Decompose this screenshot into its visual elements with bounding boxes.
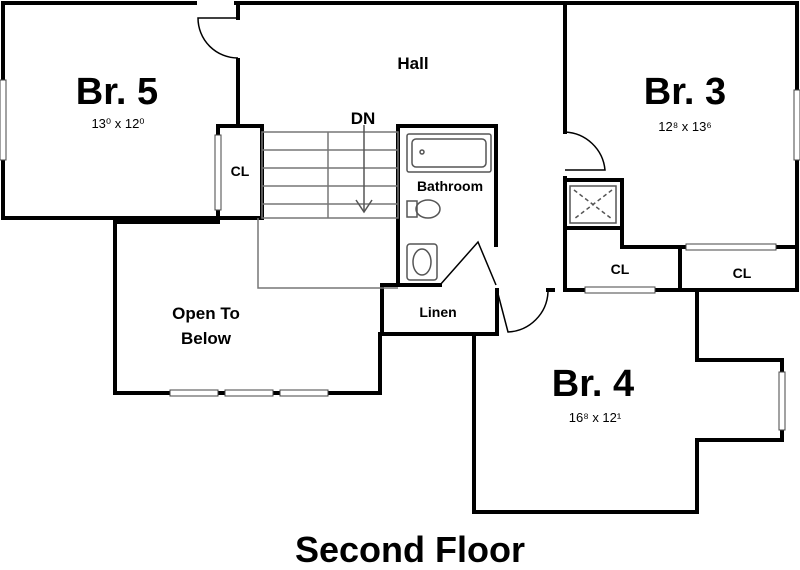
linen-label: Linen (419, 304, 456, 320)
br5-label: Br. 5 (76, 71, 158, 113)
bathroom-label: Bathroom (417, 178, 483, 194)
doors (197, 17, 606, 333)
open-to-below-line1: Open To (172, 304, 240, 323)
stairs (257, 125, 399, 289)
cl-br5-label: CL (231, 163, 250, 179)
br3-dimensions: 12⁸ x 13⁶ (658, 119, 711, 134)
open-to-below-line2: Below (181, 329, 232, 348)
bath-fixtures (406, 133, 492, 281)
hall-label: Hall (397, 54, 428, 73)
cl-br4b-label: CL (733, 265, 752, 281)
br4-dimensions: 16⁸ x 12¹ (569, 410, 622, 425)
floor-title: Second Floor (295, 529, 525, 570)
br5-dimensions: 13⁰ x 12⁰ (91, 116, 144, 131)
br4-label: Br. 4 (552, 363, 634, 405)
br3-label: Br. 3 (644, 71, 726, 113)
cl-br4a-label: CL (611, 261, 630, 277)
windows (0, 79, 800, 431)
shower (569, 185, 617, 224)
stairs-dn-label: DN (351, 109, 376, 128)
